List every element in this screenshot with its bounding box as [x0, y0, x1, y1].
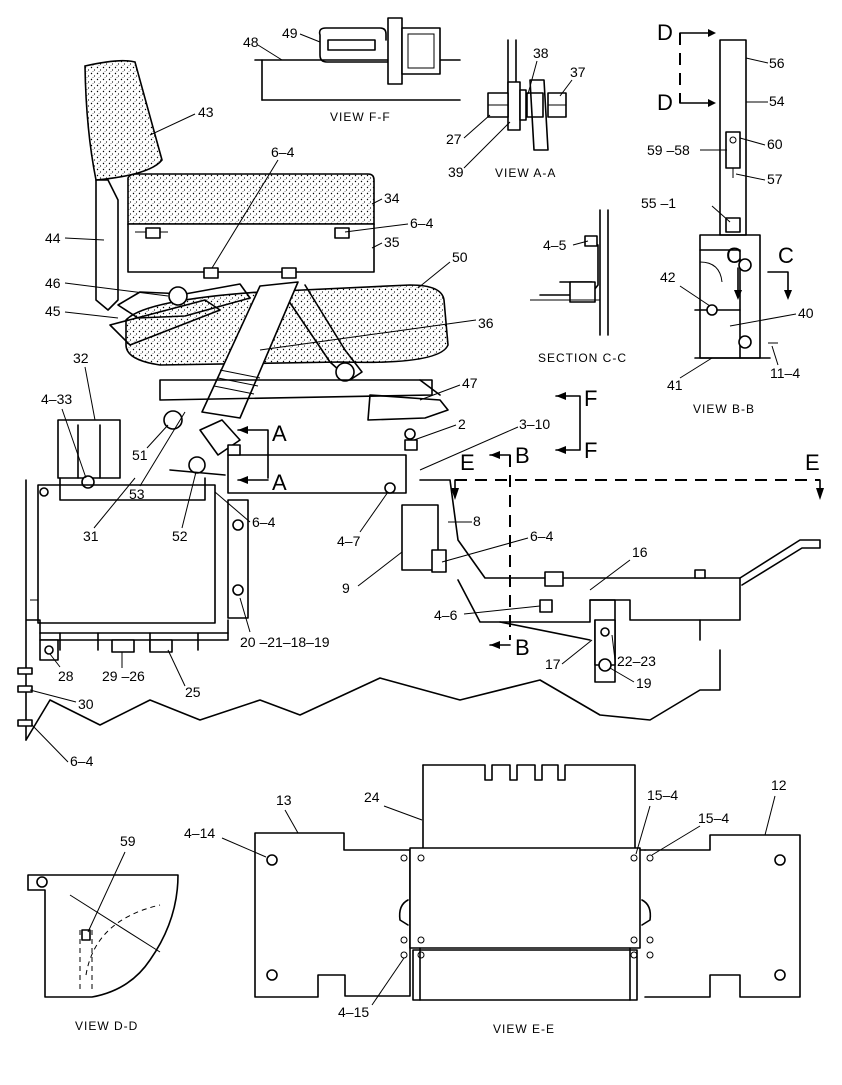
callout-35: 35 — [384, 234, 400, 250]
view-ee-drawing — [254, 764, 801, 1001]
callout-40: 40 — [798, 305, 814, 321]
callout-4-15: 4–15 — [338, 1004, 369, 1020]
view-ee-title: VIEW E-E — [493, 1022, 555, 1036]
armrest-box — [127, 223, 375, 273]
section-letter-f-top: F — [584, 386, 597, 411]
seat-assembly — [57, 59, 449, 501]
callout-6-4-b: 6–4 — [410, 215, 434, 231]
callout-51: 51 — [132, 447, 148, 463]
section-letter-e-left: E — [460, 450, 475, 475]
callout-39: 39 — [448, 164, 464, 180]
section-markers-main — [237, 392, 824, 649]
seat-base-box — [227, 454, 407, 494]
callout-43: 43 — [198, 104, 214, 120]
section-letter-d-bottom: D — [657, 90, 673, 115]
section-letter-a-bottom: A — [272, 470, 287, 495]
callout-16: 16 — [632, 544, 648, 560]
callout-42: 42 — [660, 269, 676, 285]
callout-6-4-d: 6–4 — [530, 528, 554, 544]
callout-45: 45 — [45, 303, 61, 319]
callout-4-33: 4–33 — [41, 391, 72, 407]
callout-36: 36 — [478, 315, 494, 331]
callout-22-23: 22–23 — [617, 653, 656, 669]
view-dd-title: VIEW D-D — [75, 1019, 138, 1033]
callout-57: 57 — [767, 171, 783, 187]
panel-12 — [644, 834, 801, 998]
callout-50: 50 — [452, 249, 468, 265]
callout-6-4-e: 6–4 — [70, 753, 94, 769]
view-aa-title: VIEW A-A — [495, 166, 556, 180]
console-frame — [17, 479, 821, 741]
callout-25: 25 — [185, 684, 201, 700]
callout-38: 38 — [533, 45, 549, 61]
view-ff-title: VIEW F-F — [330, 110, 391, 124]
view-aa-drawing — [487, 39, 567, 151]
seat-cushion-top — [127, 173, 375, 225]
callout-6-4-a: 6–4 — [271, 144, 295, 160]
callout-59-58: 59 –58 — [647, 142, 690, 158]
section-letter-b-bottom: B — [515, 635, 530, 660]
callout-53: 53 — [129, 486, 145, 502]
section-letter-f-bottom: F — [584, 438, 597, 463]
callout-29-26: 29 –26 — [102, 668, 145, 684]
view-ff-drawing — [254, 17, 461, 101]
callout-8: 8 — [473, 513, 481, 529]
callout-37: 37 — [570, 64, 586, 80]
callout-4-5: 4–5 — [543, 237, 567, 253]
callout-30: 30 — [78, 696, 94, 712]
callout-47: 47 — [462, 375, 478, 391]
callout-41: 41 — [667, 377, 683, 393]
callout-15-4-b: 15–4 — [698, 810, 729, 826]
callout-4-7: 4–7 — [337, 533, 361, 549]
callout-19: 19 — [636, 675, 652, 691]
section-letter-a-top: A — [272, 421, 287, 446]
view-dd-drawing — [27, 874, 179, 998]
callout-4-6: 4–6 — [434, 607, 458, 623]
callout-59: 59 — [120, 833, 136, 849]
section-letter-b-top: B — [515, 443, 530, 468]
callout-3-10: 3–10 — [519, 416, 550, 432]
callout-54: 54 — [769, 93, 785, 109]
callout-52: 52 — [172, 528, 188, 544]
callout-60: 60 — [767, 136, 783, 152]
seat-back-cushion — [84, 59, 163, 181]
callout-4-14: 4–14 — [184, 825, 215, 841]
callout-55-1: 55 –1 — [641, 195, 676, 211]
view-bb-title: VIEW B-B — [693, 402, 755, 416]
callout-31: 31 — [83, 528, 99, 544]
section-letter-e-right: E — [805, 450, 820, 475]
callout-56: 56 — [769, 55, 785, 71]
callout-46: 46 — [45, 275, 61, 291]
section-letter-d-top: D — [657, 20, 673, 45]
callout-17: 17 — [545, 656, 561, 672]
panel-24-top — [422, 764, 646, 851]
callout-9: 9 — [342, 580, 350, 596]
callout-24: 24 — [364, 789, 380, 805]
callout-28: 28 — [58, 668, 74, 684]
section-letter-c-left: C — [726, 243, 742, 268]
callout-48: 48 — [243, 34, 259, 50]
left-console-panel — [37, 484, 216, 624]
section-cc-drawing — [530, 209, 609, 336]
callout-34: 34 — [384, 190, 400, 206]
callout-27: 27 — [446, 131, 462, 147]
panel-13 — [254, 832, 411, 998]
callout-2: 2 — [458, 416, 466, 432]
callout-32: 32 — [73, 350, 89, 366]
view-bb-drawing — [694, 39, 778, 359]
callout-44: 44 — [45, 230, 61, 246]
callout-13: 13 — [276, 792, 292, 808]
callout-6-4-c: 6–4 — [252, 514, 276, 530]
callout-11-4: 11–4 — [770, 365, 800, 381]
callout-12: 12 — [771, 777, 787, 793]
callout-20-21-18-19: 20 –21–18–19 — [240, 634, 330, 650]
seat-bottom-cushion — [125, 284, 449, 366]
section-cc-title: SECTION C-C — [538, 351, 627, 365]
callout-15-4-a: 15–4 — [647, 787, 678, 803]
callout-49: 49 — [282, 25, 298, 41]
section-letter-c-right: C — [778, 243, 794, 268]
